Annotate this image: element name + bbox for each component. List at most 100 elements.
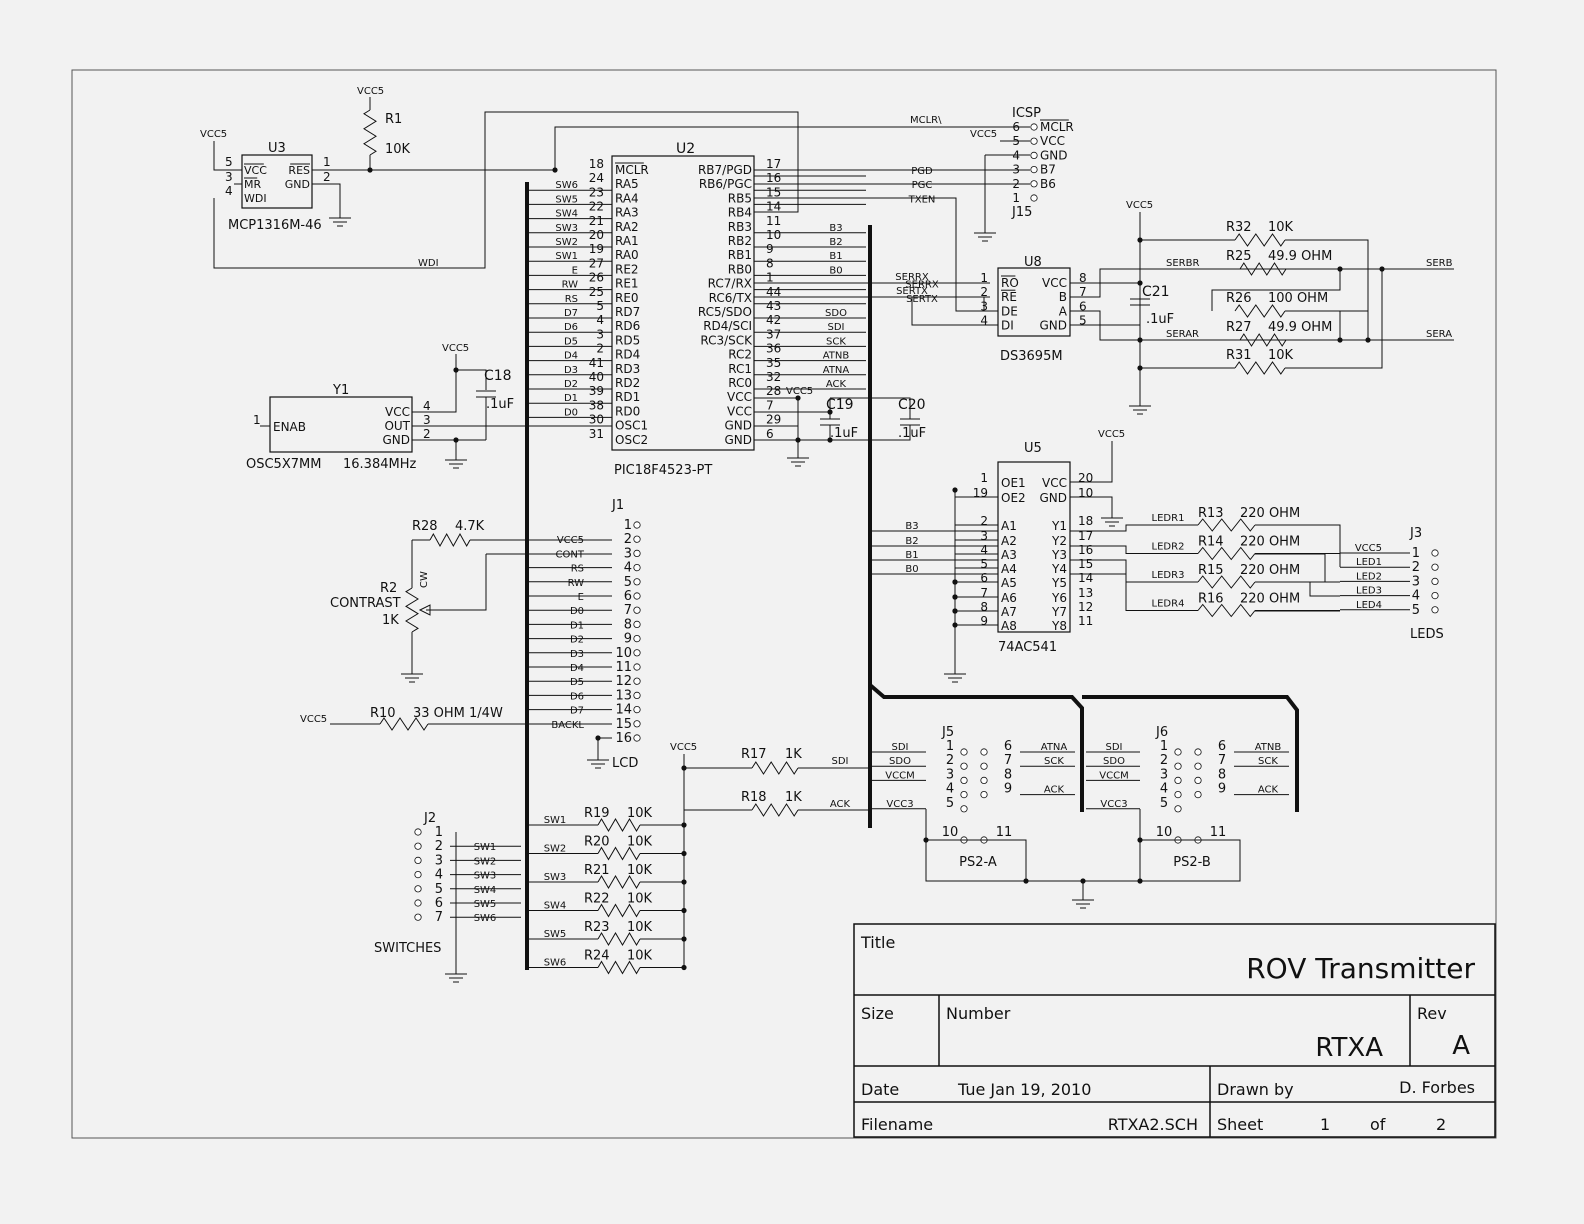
u5-pin: GND [1039, 491, 1067, 505]
drawing-number: RTXA [1315, 1033, 1383, 1063]
label: 1 [253, 413, 261, 427]
net-label: D4 [564, 351, 578, 362]
net-label: LED2 [1356, 571, 1382, 582]
c20-value: .1uF [898, 426, 926, 441]
j1-num: 9 [624, 632, 632, 647]
led-resistor [1197, 575, 1256, 589]
ps2-num: 10 [942, 825, 959, 840]
y1-pin: VCC [385, 405, 410, 419]
connector-pin [960, 748, 968, 756]
u8-pin: B [1059, 290, 1067, 304]
wire [426, 554, 487, 611]
r18-symbol [751, 803, 799, 817]
u8-pin: DI [1001, 319, 1014, 333]
connector-pin [414, 913, 422, 921]
net-label: SDI [1106, 742, 1123, 753]
net-label: VCC3 [1100, 799, 1127, 810]
u8-pin: GND [1039, 319, 1067, 333]
connector-pin [633, 649, 641, 657]
pullup-resistor [597, 818, 641, 832]
u2-pin-num: 3 [596, 327, 604, 341]
net-label: VCC5 [300, 714, 327, 725]
pullup-value: 10K [627, 806, 653, 821]
y1-ref: Y1 [332, 383, 349, 398]
u2-pin-num: 19 [589, 242, 604, 256]
u2-pin-num: 11 [766, 214, 781, 228]
u2-pin-num: 28 [766, 384, 781, 398]
u2-pin-name: RA1 [615, 234, 639, 248]
u2-pin-name: RC7/RX [708, 277, 752, 291]
net-label: D7 [570, 706, 584, 717]
net-label: SDO [1103, 756, 1125, 767]
sheet-border [71, 69, 1497, 1139]
ps2-num: 4 [1160, 782, 1168, 797]
u2-pin-num: 24 [589, 171, 604, 185]
net-label: SERTX [896, 286, 928, 297]
u2-pin-name: RC6/TX [709, 291, 752, 305]
r2-value: 1K [382, 613, 399, 628]
ps2-num: 5 [946, 796, 954, 811]
u2-pin-name: RB6/PGC [699, 177, 752, 191]
net-label: SW6 [555, 180, 578, 191]
j3-num: 2 [1412, 560, 1420, 575]
rs485-resistor [1239, 333, 1287, 347]
u2-pin-num: 21 [589, 214, 604, 228]
wire [213, 141, 242, 171]
u2-pin-num: 25 [589, 285, 604, 299]
y1-pin: GND [382, 433, 410, 447]
label: 4 [225, 184, 233, 198]
u2-pin-num: 4 [596, 313, 604, 327]
net-label: LEDR4 [1152, 599, 1185, 610]
u8-pin: A [1059, 304, 1068, 318]
u8-num: 6 [1079, 299, 1087, 313]
rs485-resistor [1234, 361, 1286, 375]
net-label: SERAR [1166, 329, 1199, 340]
u8-body [997, 267, 1071, 337]
ps2-num: 8 [1004, 767, 1012, 782]
net-label: D1 [570, 620, 584, 631]
wire [830, 397, 911, 419]
net-label: LEDR2 [1152, 542, 1185, 553]
pullup-ref: R19 [584, 806, 610, 821]
net-label: D0 [570, 606, 584, 617]
net-label: SW2 [555, 237, 578, 248]
connector-pin [633, 592, 641, 600]
u2-pin-name: RC5/SDO [698, 305, 752, 319]
j1-num: 1 [624, 518, 632, 533]
net-label: VCC5 [557, 535, 584, 546]
connector-pin [1030, 180, 1038, 188]
y1-part: OSC5X7MM [246, 457, 321, 472]
u5-pin: A8 [1001, 619, 1017, 633]
ps2-num: 11 [996, 825, 1013, 840]
net-label: D3 [570, 649, 584, 660]
u2-pin-name: RC1 [728, 362, 752, 376]
r28-ref: R28 [412, 519, 438, 534]
icsp-pin: MCLR [1040, 120, 1074, 134]
pullup-value: 10K [627, 920, 653, 935]
u2-pin-name: RD1 [615, 390, 640, 404]
u2-pin-num: 35 [766, 356, 781, 370]
net-label: VCC5 [200, 129, 227, 140]
j1-ref: J1 [611, 498, 624, 513]
y1-body [269, 396, 413, 453]
u5-pin: A5 [1001, 576, 1017, 590]
u2-pin-name: RE1 [615, 277, 639, 291]
net-label: RW [568, 578, 585, 589]
date-value: Tue Jan 19, 2010 [957, 1080, 1091, 1099]
connector-pin [960, 790, 968, 799]
wire [1255, 581, 1340, 597]
u5-num: 5 [980, 557, 988, 571]
ps2-num: 2 [1160, 753, 1168, 768]
net-label: PGC [912, 180, 933, 191]
u2-pin-num: 15 [766, 185, 781, 199]
ps2-num: 3 [1160, 767, 1168, 782]
j3-num: 1 [1412, 546, 1420, 561]
u2-pin-name: VCC [727, 404, 752, 418]
net-label: SW5 [555, 194, 578, 205]
label: 2 [423, 427, 431, 441]
u5-num: 2 [980, 514, 988, 528]
net-label: ATNA [1041, 742, 1068, 753]
net-label: LED4 [1356, 600, 1382, 611]
u2-pin-num: 17 [766, 157, 781, 171]
u5-num: 15 [1078, 557, 1093, 571]
